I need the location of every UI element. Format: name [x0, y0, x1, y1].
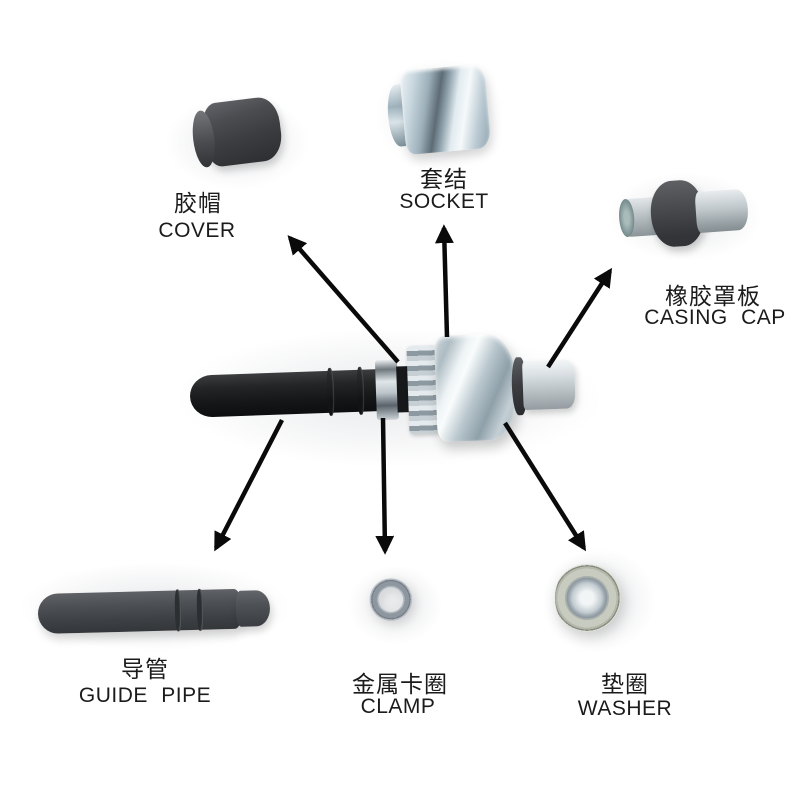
casing-cap-part	[617, 176, 750, 253]
cover-label-cn: 胶帽	[174, 190, 222, 216]
arrow-to-socket	[434, 224, 454, 338]
assembly-main-body	[434, 333, 518, 443]
guide-pipe-part	[37, 585, 272, 639]
washer-label-cn: 垫圈	[601, 671, 649, 697]
cover-label-en: COVER	[158, 219, 236, 242]
washer-label-en: WASHER	[577, 697, 673, 720]
assembly-chrome-end	[522, 359, 576, 411]
casing-cap-tube-right	[694, 188, 750, 234]
socket-body	[399, 63, 492, 155]
casing-cap-label-en: CASING CAP	[644, 306, 786, 329]
clamp-label-en: CLAMP	[360, 695, 436, 718]
guide-pipe-tip	[235, 589, 271, 627]
socket-label-en: SOCKET	[399, 190, 489, 213]
casing-cap-label-cn: 橡胶罩板	[665, 283, 761, 309]
cover-part	[189, 93, 291, 178]
guide-pipe-body	[37, 588, 241, 635]
guide-pipe-label-en: GUIDE PIPE	[78, 684, 212, 707]
clamp-label-cn: 金属卡圈	[352, 671, 448, 697]
socket-label-cn: 套结	[420, 166, 468, 192]
main-assembly	[188, 329, 578, 454]
washer-part	[555, 556, 639, 640]
guide-pipe-label-cn: 导管	[121, 656, 169, 682]
socket-part	[384, 63, 493, 161]
